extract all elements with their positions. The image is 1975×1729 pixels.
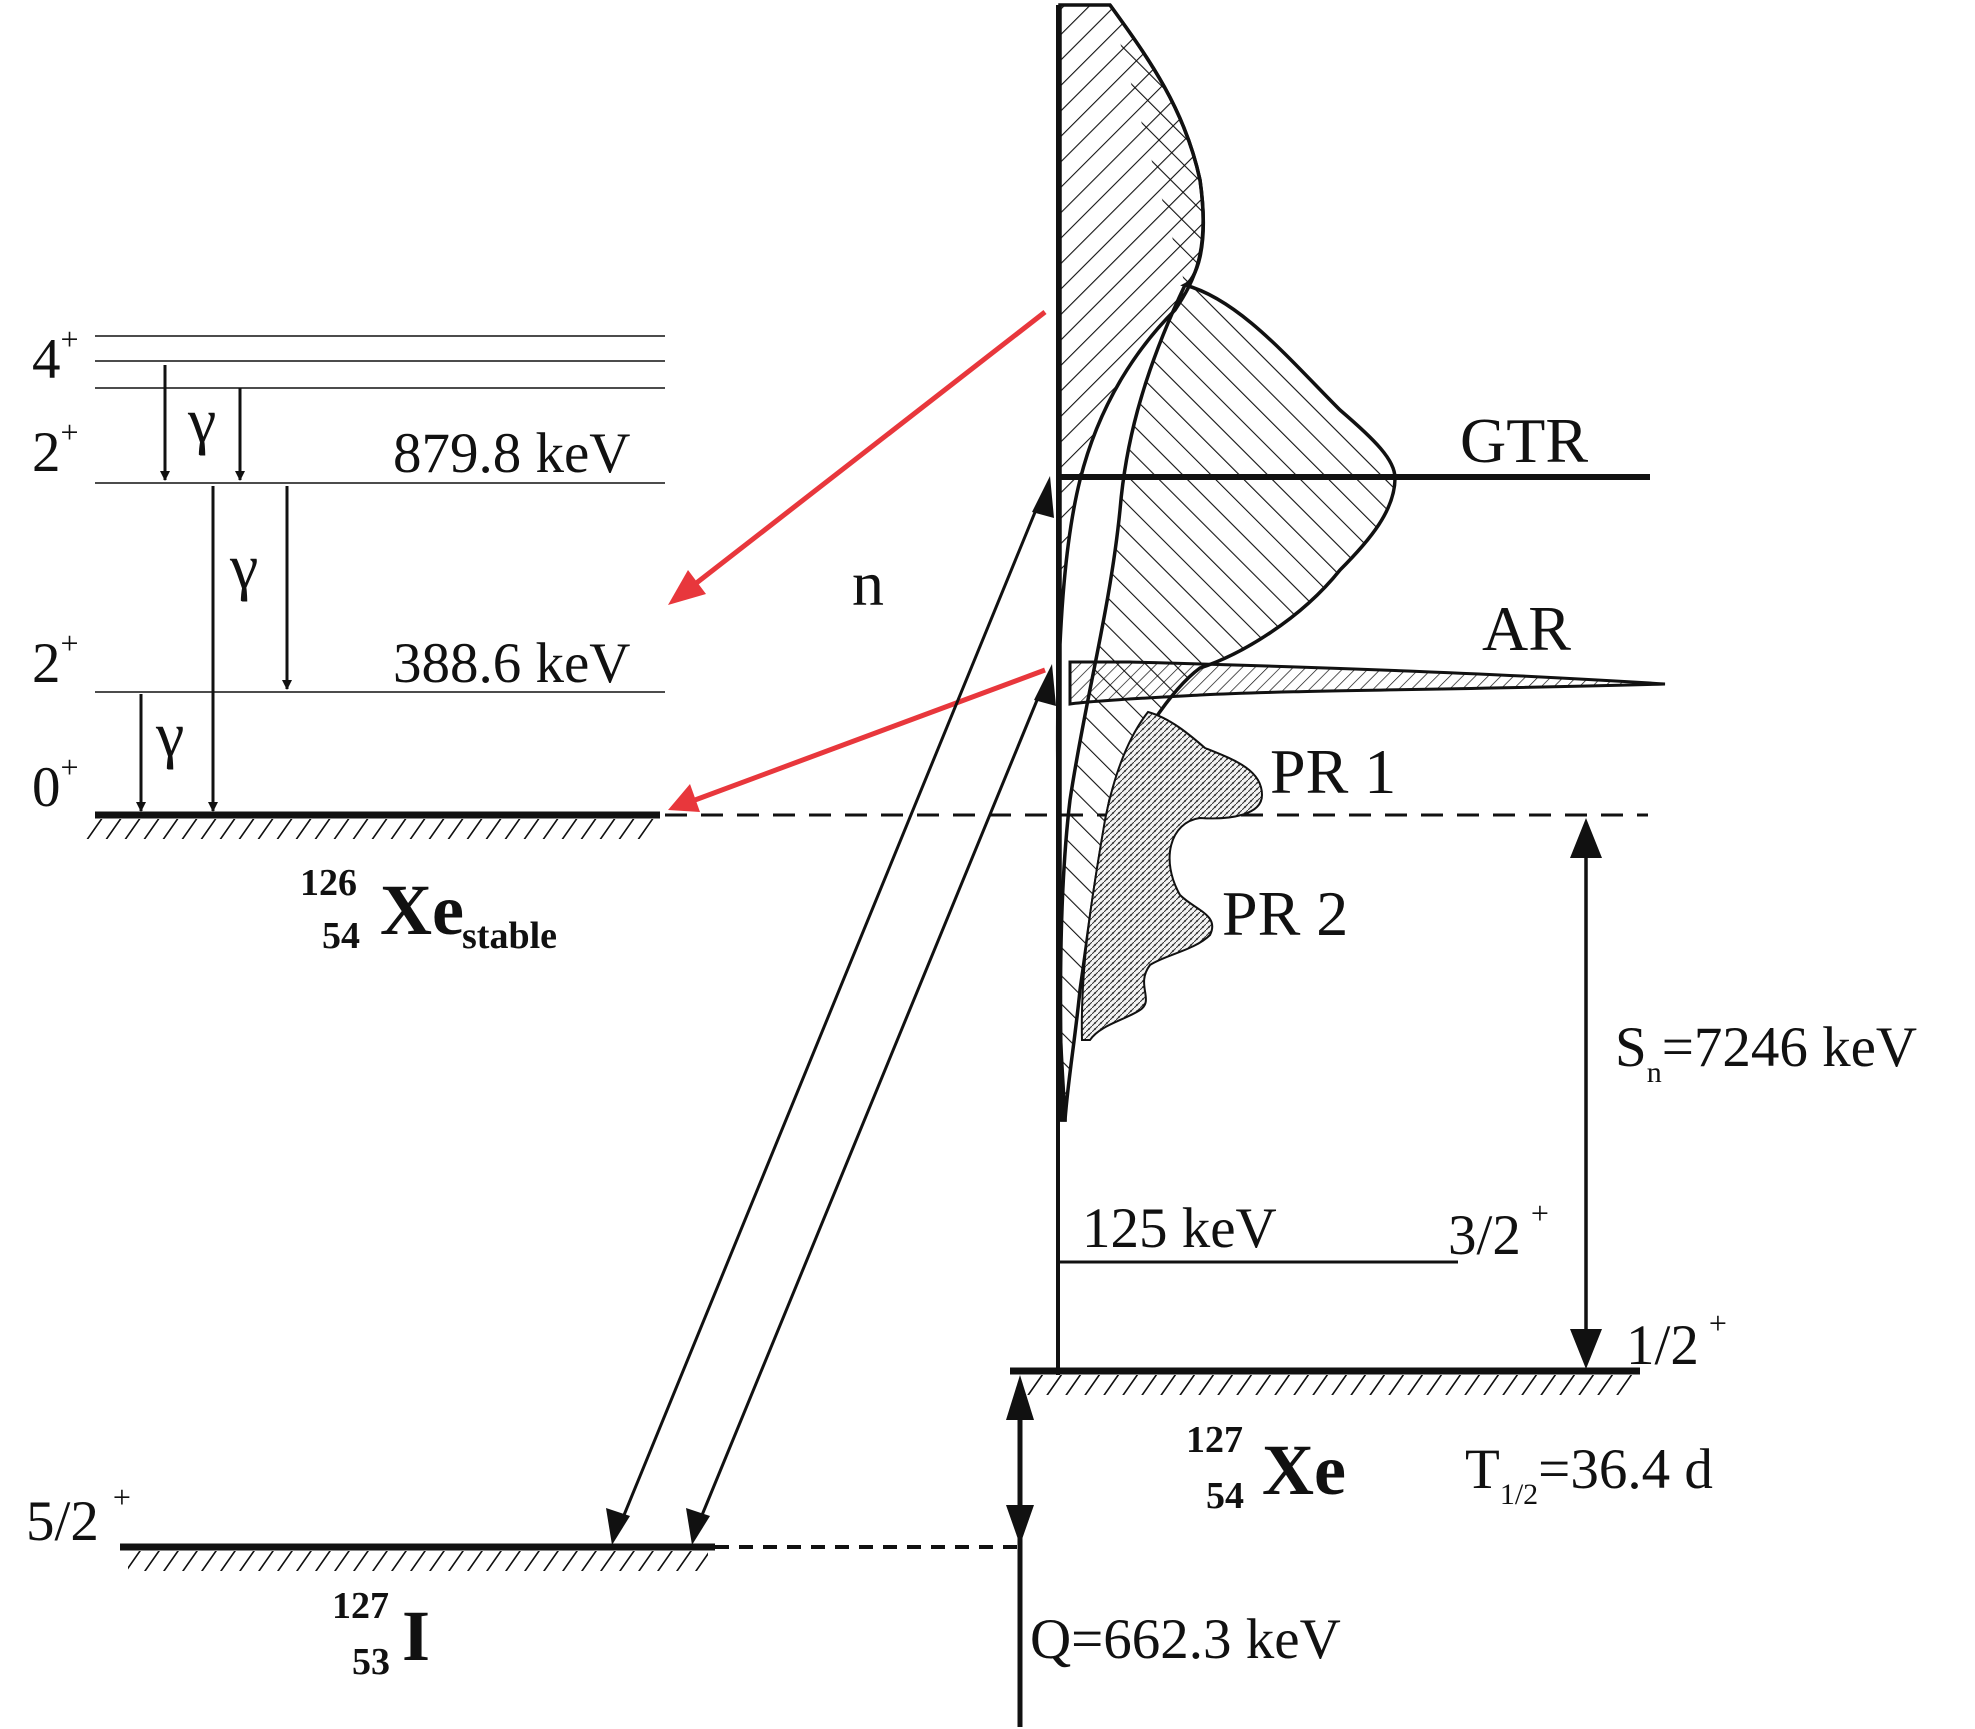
red-arrowhead-upper [668,570,706,605]
pr2-label: PR 2 [1222,878,1348,949]
pr1-label: PR 1 [1270,736,1396,807]
transition-line-1 [620,499,1042,1521]
spin-label-3-2plus: 3/2+ [1448,1195,1549,1267]
transition-line-2 [698,687,1044,1521]
ar-peak [1068,660,1666,706]
spin-label-2plus-879: 2+ [32,414,79,484]
sn-arrowhead-bottom [1570,1329,1602,1369]
pygmy-resonances [1080,710,1264,1041]
transition-arrowhead-1-bottom [606,1508,630,1545]
gamma-symbol-2: γ [229,531,258,602]
q-arrowhead-up [1006,1375,1034,1420]
ground-hatching-xe127 [1025,1375,1635,1395]
energy-label-879: 879.8 keV [393,422,630,485]
energy-label-388: 388.6 keV [393,632,630,695]
gamma-symbol-3: γ [155,699,184,770]
q-value-arrow: Q=662.3 keV [1006,1375,1341,1727]
q-value-label: Q=662.3 keV [1030,1608,1341,1671]
q-arrowhead-down [1006,1505,1034,1545]
gamma-symbol-1: γ [187,385,216,456]
sn-arrowhead-top [1570,818,1602,858]
energy-label-125: 125 keV [1082,1197,1277,1260]
spin-label-0plus: 0+ [32,749,79,819]
spin-label-2plus-388: 2+ [32,625,79,695]
spin-label-5-2plus: 5/2+ [26,1479,131,1553]
red-arrowhead-lower [668,784,700,812]
strength-function: GTR AR PR 1 PR 2 [1055,3,1666,1375]
spin-label-1-2plus: 1/2+ [1626,1305,1727,1377]
ar-label: AR [1482,593,1571,664]
red-arrow-upper [688,310,1047,590]
red-arrow-lower [694,667,1046,803]
transition-arrows [606,476,1056,1545]
halflife-label: T1/2=36.4 d [1465,1438,1713,1511]
transition-arrowhead-1-top [1032,476,1054,518]
neutron-emission-arrows [668,310,1047,812]
neutron-label: n [852,548,884,619]
ground-hatching-i127 [128,1551,708,1571]
gtr-label: GTR [1460,405,1588,476]
transition-arrowhead-2-bottom [686,1508,710,1545]
transition-arrowhead-2-top [1034,664,1056,706]
xe126-level-scheme: 4+ 2+ 2+ 0+ 879.8 keV 388.6 keV γ γ γ 12… [32,321,665,957]
sn-label: Sn=7246 keV [1615,1016,1917,1089]
spin-label-4plus: 4+ [32,321,79,391]
ground-hatching-xe126 [85,819,655,839]
